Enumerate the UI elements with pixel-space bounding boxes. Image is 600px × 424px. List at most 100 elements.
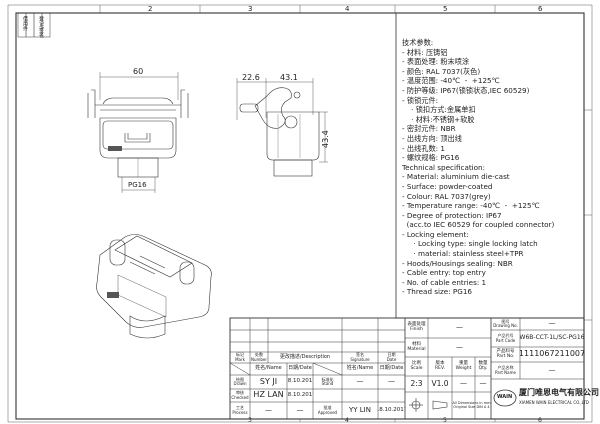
bottom-number: 4	[345, 417, 349, 424]
title-block-rev-label: 版本 REV.	[435, 360, 445, 371]
title-block-checked-label: 审核 Checked	[231, 390, 249, 400]
spec-item: - Colour: RAL 7037(grey)	[402, 191, 491, 201]
title-block-finish-value: —	[456, 323, 463, 332]
spec-en-title: Technical specification:	[402, 162, 486, 172]
side-view	[236, 78, 328, 177]
column-number: 5	[443, 5, 448, 13]
spec-item: - 颜色: RAL 7037(灰色)	[402, 66, 481, 76]
column-number: 6	[538, 5, 543, 13]
title-block-qty-label: 数量 Qty.	[478, 360, 488, 371]
spec-item: · material: stainless steel+TPR	[402, 249, 524, 259]
title-block-finish-label: 表面处理 Finish	[407, 322, 426, 332]
spec-item: · 材料:不锈钢+软胶	[402, 114, 475, 124]
spec-item: - Cable entry: top entry	[402, 268, 486, 278]
title-block-approved-name: YY LIN	[349, 405, 371, 414]
title-block-name-col2: 姓名/Name	[346, 365, 374, 372]
title-block-stand-name: —	[356, 377, 364, 386]
spec-item: - Degree of protection: IP67	[402, 210, 502, 220]
title-block-date-col2: 日期/Date	[379, 365, 404, 372]
title-block-signature: 签名 Signature	[350, 352, 370, 362]
company-logo	[493, 389, 517, 407]
title-block-date: 日期 Date	[386, 352, 397, 362]
spec-item: - 防护等级: IP67(锁锁状态,IEC 60529)	[402, 85, 530, 95]
dimension-thread: PG16	[128, 181, 147, 189]
title-block-rev: V1.0	[431, 379, 449, 389]
title-block-drawn-label: 绘图 Drawn	[233, 376, 247, 386]
spec-item: · Locking type: single locking latch	[402, 239, 538, 249]
title-block-part-name: —	[548, 365, 556, 374]
spec-item: - Locking element:	[402, 229, 469, 239]
bottom-number: 6	[538, 417, 542, 424]
title-block-checked-date: 18.10.2017	[287, 391, 313, 398]
spec-item: - 螺纹规格: PG16	[402, 153, 460, 163]
logo-text: WAIN	[497, 394, 513, 400]
spec-item: - Material: aluminium die-cast	[402, 172, 510, 182]
bottom-number: 5	[443, 417, 447, 424]
title-block-approved-label: 批准 Approved	[317, 405, 338, 415]
spec-cn: 技术参数: - 材料: 压铸铝- 表面处理: 粉末喷涂- 颜色: RAL 703…	[402, 38, 554, 297]
spec-item: - Thread size: PG16	[402, 287, 472, 297]
title-block-process-name: —	[265, 405, 272, 414]
title-block-part-no-label: 产品料号 Part No.	[496, 348, 515, 359]
spec-item: - 表面处理: 粉末喷涂	[402, 57, 470, 67]
spec-item: - 锁锁元件:	[402, 95, 439, 105]
title-block-drawing-no: —	[548, 319, 556, 328]
side-label: 登记/签名	[38, 16, 44, 38]
spec-item: - 出线孔数: 1	[402, 143, 445, 153]
title-block-approved-date: 18.10.2017	[378, 406, 405, 413]
title-block-part-code: W6B-CCT-1L/SC-PG16	[520, 334, 584, 342]
spec-item: - Temperature range: -40℃ - +125℃	[402, 201, 540, 211]
bottom-number: 3	[248, 417, 252, 424]
side-label: 借用件	[22, 16, 28, 31]
title-block-weight-label: 重量 Weight	[455, 360, 472, 371]
title-block-part-code-label: 产品代号 Part Code	[495, 333, 516, 343]
title-block-description: 更改描述/Description	[279, 353, 331, 360]
title-block-scale-label: 比例 Scale	[410, 360, 423, 371]
spec-cn-title: 技术参数:	[402, 38, 434, 47]
company-name-en: XIAMEN WAIN ELECTRICAL CO.,LTD	[519, 400, 589, 405]
title-block-process-label: 工艺 Process	[232, 405, 248, 415]
title-block-stand-date: —	[388, 377, 395, 386]
spec-item: · 锁扣方式:金属单扣	[402, 105, 476, 115]
dimension-height: 43.4	[321, 130, 330, 148]
title-block-scale: 2:3	[410, 379, 423, 389]
zone-ticks	[99, 5, 592, 422]
column-number: 2	[148, 5, 153, 13]
dimension-latch: 22.6	[242, 73, 260, 82]
title-block-weight: —	[460, 379, 467, 388]
column-number: 4	[345, 5, 350, 13]
company-name-cn: 厦门唯恩电气有限公司	[519, 388, 599, 397]
title-block-drawing-no-label: 图号 Drawing No.	[493, 318, 518, 328]
spec-item: - Hoods/Housings sealing: NBR	[402, 258, 513, 268]
title-block-qty: —	[479, 379, 487, 388]
isometric-view	[96, 234, 212, 339]
title-block-date-col: 日期/Date	[288, 365, 312, 372]
projection-symbol	[409, 398, 448, 412]
title-block-part-no: 1111067211007	[520, 349, 584, 359]
title-block-mark: 标记 Mark	[235, 352, 245, 362]
title-block-part-name-label: 产品名称 Part Name	[495, 365, 516, 375]
title-block-drawn-date: 18.10.2017	[287, 378, 313, 385]
title-block-grid	[229, 317, 585, 420]
dimension-depth: 43.1	[280, 73, 298, 82]
title-block-process-date: —	[296, 405, 304, 414]
spec-item: - 出线方向: 顶出线	[402, 133, 462, 143]
spec-item: (acc.to IEC 60529 for coupled connector)	[402, 220, 555, 230]
spec-item: - 密封元件: NBR	[402, 124, 456, 134]
title-block-dimensions-note: All Dimensions in mm Original Size DIN A…	[452, 400, 491, 409]
spec-item: - 温度范围: -40℃ - +125℃	[402, 76, 500, 86]
title-block-stand-label: 标准化 Stand	[321, 376, 334, 386]
title-block-name-col: 姓名/Name	[255, 365, 282, 372]
title-block-checked-name: HZ LAN	[253, 390, 284, 400]
spec-item: - No. of cable entries: 1	[402, 277, 487, 287]
title-block-material-label: 材料 Material	[407, 341, 426, 352]
title-block-drawn-name: SY JI	[259, 376, 278, 386]
spec-item: - 材料: 压铸铝	[402, 47, 448, 57]
column-number: 3	[248, 5, 253, 13]
front-view	[87, 72, 189, 193]
title-block-material-value: —	[456, 342, 463, 351]
title-block-number: 处数 Number	[250, 352, 268, 362]
dimension-width: 60	[133, 67, 144, 76]
